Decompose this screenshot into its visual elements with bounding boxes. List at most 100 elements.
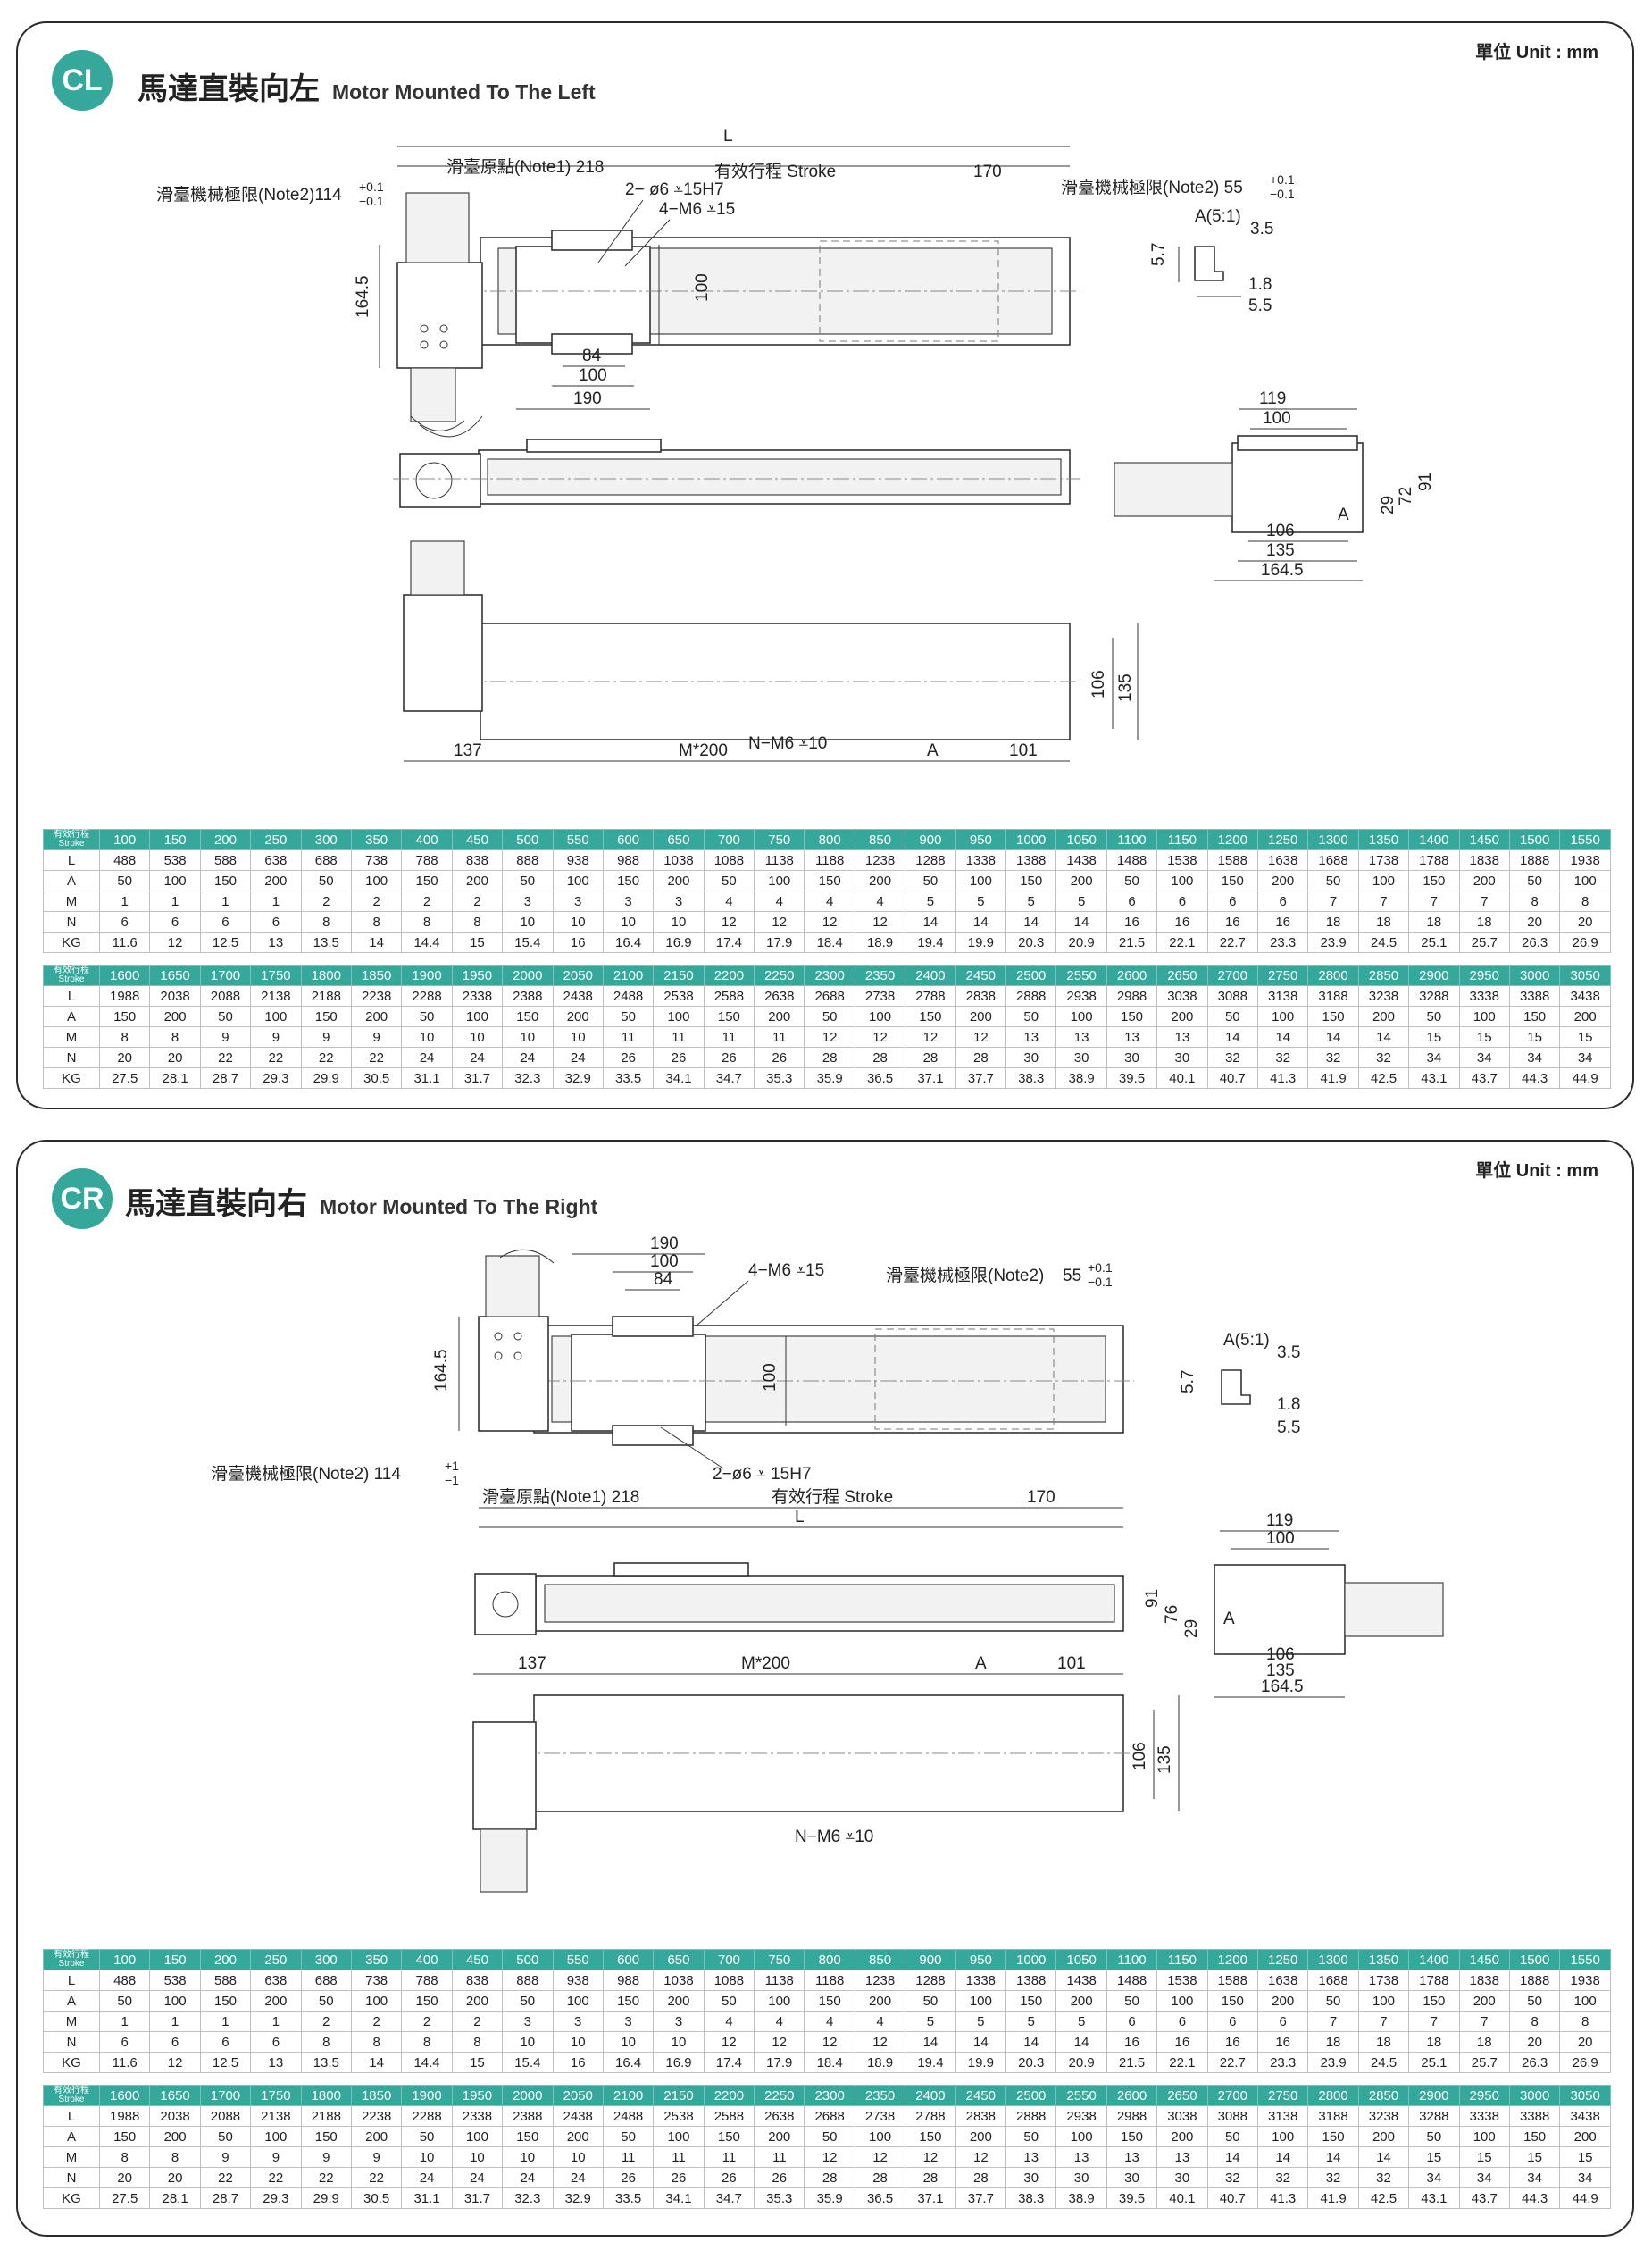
spec-cell: 11.6	[98, 2052, 151, 2073]
svg-text:+1: +1	[445, 1459, 459, 1473]
spec-cell: 100	[1458, 1006, 1510, 1027]
row-label: M	[43, 2011, 100, 2032]
spec-cell: 50	[703, 870, 755, 891]
spec-cell: 8	[1559, 2011, 1611, 2032]
spec-cell: 3	[653, 2011, 705, 2032]
spec-cell: 2	[451, 2011, 504, 2032]
svg-text:100: 100	[761, 1363, 780, 1392]
stroke-cell: 550	[552, 829, 604, 850]
spec-cell: 1638	[1256, 849, 1309, 871]
spec-cell: 200	[250, 1990, 302, 2012]
spec-cell: 37.1	[905, 2187, 956, 2209]
stroke-cell: 650	[653, 1949, 705, 1970]
panel-motor-left: 單位 Unit : mm CL 馬達直裝向左 Motor Mounted To …	[16, 21, 1634, 1109]
spec-cell: 1238	[854, 849, 906, 871]
spec-cell: 150	[502, 2126, 554, 2147]
spec-cell: 18	[1307, 2031, 1359, 2053]
dim-L: L	[723, 127, 733, 146]
spec-cell: 50	[1206, 1006, 1258, 1027]
spec-cell: 21.5	[1106, 932, 1158, 953]
svg-text:5.7: 5.7	[1149, 243, 1168, 266]
spec-cell: 7	[1307, 2011, 1359, 2032]
spec-cell: 1688	[1307, 1970, 1359, 1991]
spec-cell: 150	[1307, 1006, 1359, 1027]
spec-cell: 8	[149, 1026, 201, 1048]
spec-cell: 4	[854, 2011, 906, 2032]
spec-cell: 17.9	[754, 932, 805, 953]
spec-cell: 24.5	[1357, 2052, 1410, 2073]
spec-cell: 13	[1005, 2146, 1057, 2168]
spec-cell: 200	[854, 870, 906, 891]
spec-cell: 30	[1106, 1047, 1158, 1068]
row-label: KG	[43, 1067, 100, 1089]
spec-cell: 2988	[1106, 985, 1158, 1007]
spec-cell: 26	[602, 2167, 655, 2188]
spec-cell: 14	[1005, 911, 1057, 933]
spec-cell: 34.7	[703, 2187, 755, 2209]
stroke-cell: 350	[350, 1949, 403, 1970]
stroke-cell: 600	[602, 829, 655, 850]
spec-cell: 538	[149, 1970, 201, 1991]
spec-cell: 3338	[1458, 2105, 1510, 2127]
spec-cell: 838	[451, 849, 504, 871]
svg-text:A: A	[975, 1654, 987, 1673]
spec-cell: 35.9	[804, 1067, 855, 1089]
spec-cell: 588	[199, 849, 252, 871]
spec-cell: 18	[1357, 2031, 1410, 2053]
svg-text:−0.1: −0.1	[1088, 1275, 1113, 1289]
stroke-cell: 3000	[1508, 965, 1561, 986]
stroke-cell: 2400	[905, 965, 956, 986]
stroke-cell: 1350	[1357, 829, 1410, 850]
spec-cell: 43.1	[1408, 2187, 1460, 2209]
stroke-cell: 2000	[502, 965, 554, 986]
spec-cell: 2888	[1005, 2105, 1057, 2127]
stroke-cell: 1500	[1508, 1949, 1561, 1970]
spec-cell: 8	[98, 2146, 151, 2168]
spec-cell: 8	[149, 2146, 201, 2168]
svg-text:+0.1: +0.1	[359, 180, 384, 194]
dim-84: 84	[582, 347, 602, 365]
spec-cell: 12	[149, 2052, 201, 2073]
spec-cell: 3	[552, 2011, 604, 2032]
carriage-side	[526, 439, 662, 453]
spec-cell: 16	[1206, 2031, 1258, 2053]
stroke-cell: 200	[199, 1949, 252, 1970]
row-label: N	[43, 1047, 100, 1068]
spec-cell: 13.5	[300, 2052, 352, 2073]
spec-cell: 1888	[1508, 1970, 1561, 1991]
stroke-cell: 1800	[300, 2085, 352, 2106]
spec-cell: 7	[1458, 891, 1510, 912]
spec-cell: 100	[854, 2126, 906, 2147]
stroke-cell: 1550	[1559, 829, 1611, 850]
spec-cell: 15	[1408, 2146, 1460, 2168]
spec-cell: 24.5	[1357, 932, 1410, 953]
svg-text:N−M6 ⩡10: N−M6 ⩡10	[748, 734, 827, 753]
row-label: N	[43, 911, 100, 933]
spec-cell: 150	[1005, 1990, 1057, 2012]
spec-cell: 32	[1357, 1047, 1410, 1068]
spec-cell: 12	[149, 932, 201, 953]
spec-cell: 14	[1005, 2031, 1057, 2053]
spec-cell: 2038	[149, 985, 201, 1007]
spec-cell: 22	[250, 2167, 302, 2188]
spec-cell: 200	[350, 2126, 403, 2147]
spec-cell: 20	[98, 2167, 151, 2188]
spec-cell: 2038	[149, 2105, 201, 2127]
spec-cell: 32.3	[502, 2187, 554, 2209]
carriage-block-upper	[612, 1316, 694, 1337]
spec-cell: 3438	[1559, 2105, 1611, 2127]
spec-cell: 1838	[1458, 849, 1510, 871]
dim-hole-pin: 2−ø6 ⩡ 15H7	[713, 1465, 812, 1484]
spec-cell: 200	[1458, 870, 1510, 891]
spec-cell: 29.9	[300, 1067, 352, 1089]
spec-cell: 50	[804, 1006, 855, 1027]
spec-cell: 28	[804, 1047, 855, 1068]
spec-cell: 2288	[401, 2105, 453, 2127]
spec-cell: 20	[1559, 2031, 1611, 2053]
spec-cell: 20	[149, 1047, 201, 1068]
spec-cell: 9	[350, 2146, 403, 2168]
stroke-cell: 1050	[1055, 1949, 1107, 1970]
